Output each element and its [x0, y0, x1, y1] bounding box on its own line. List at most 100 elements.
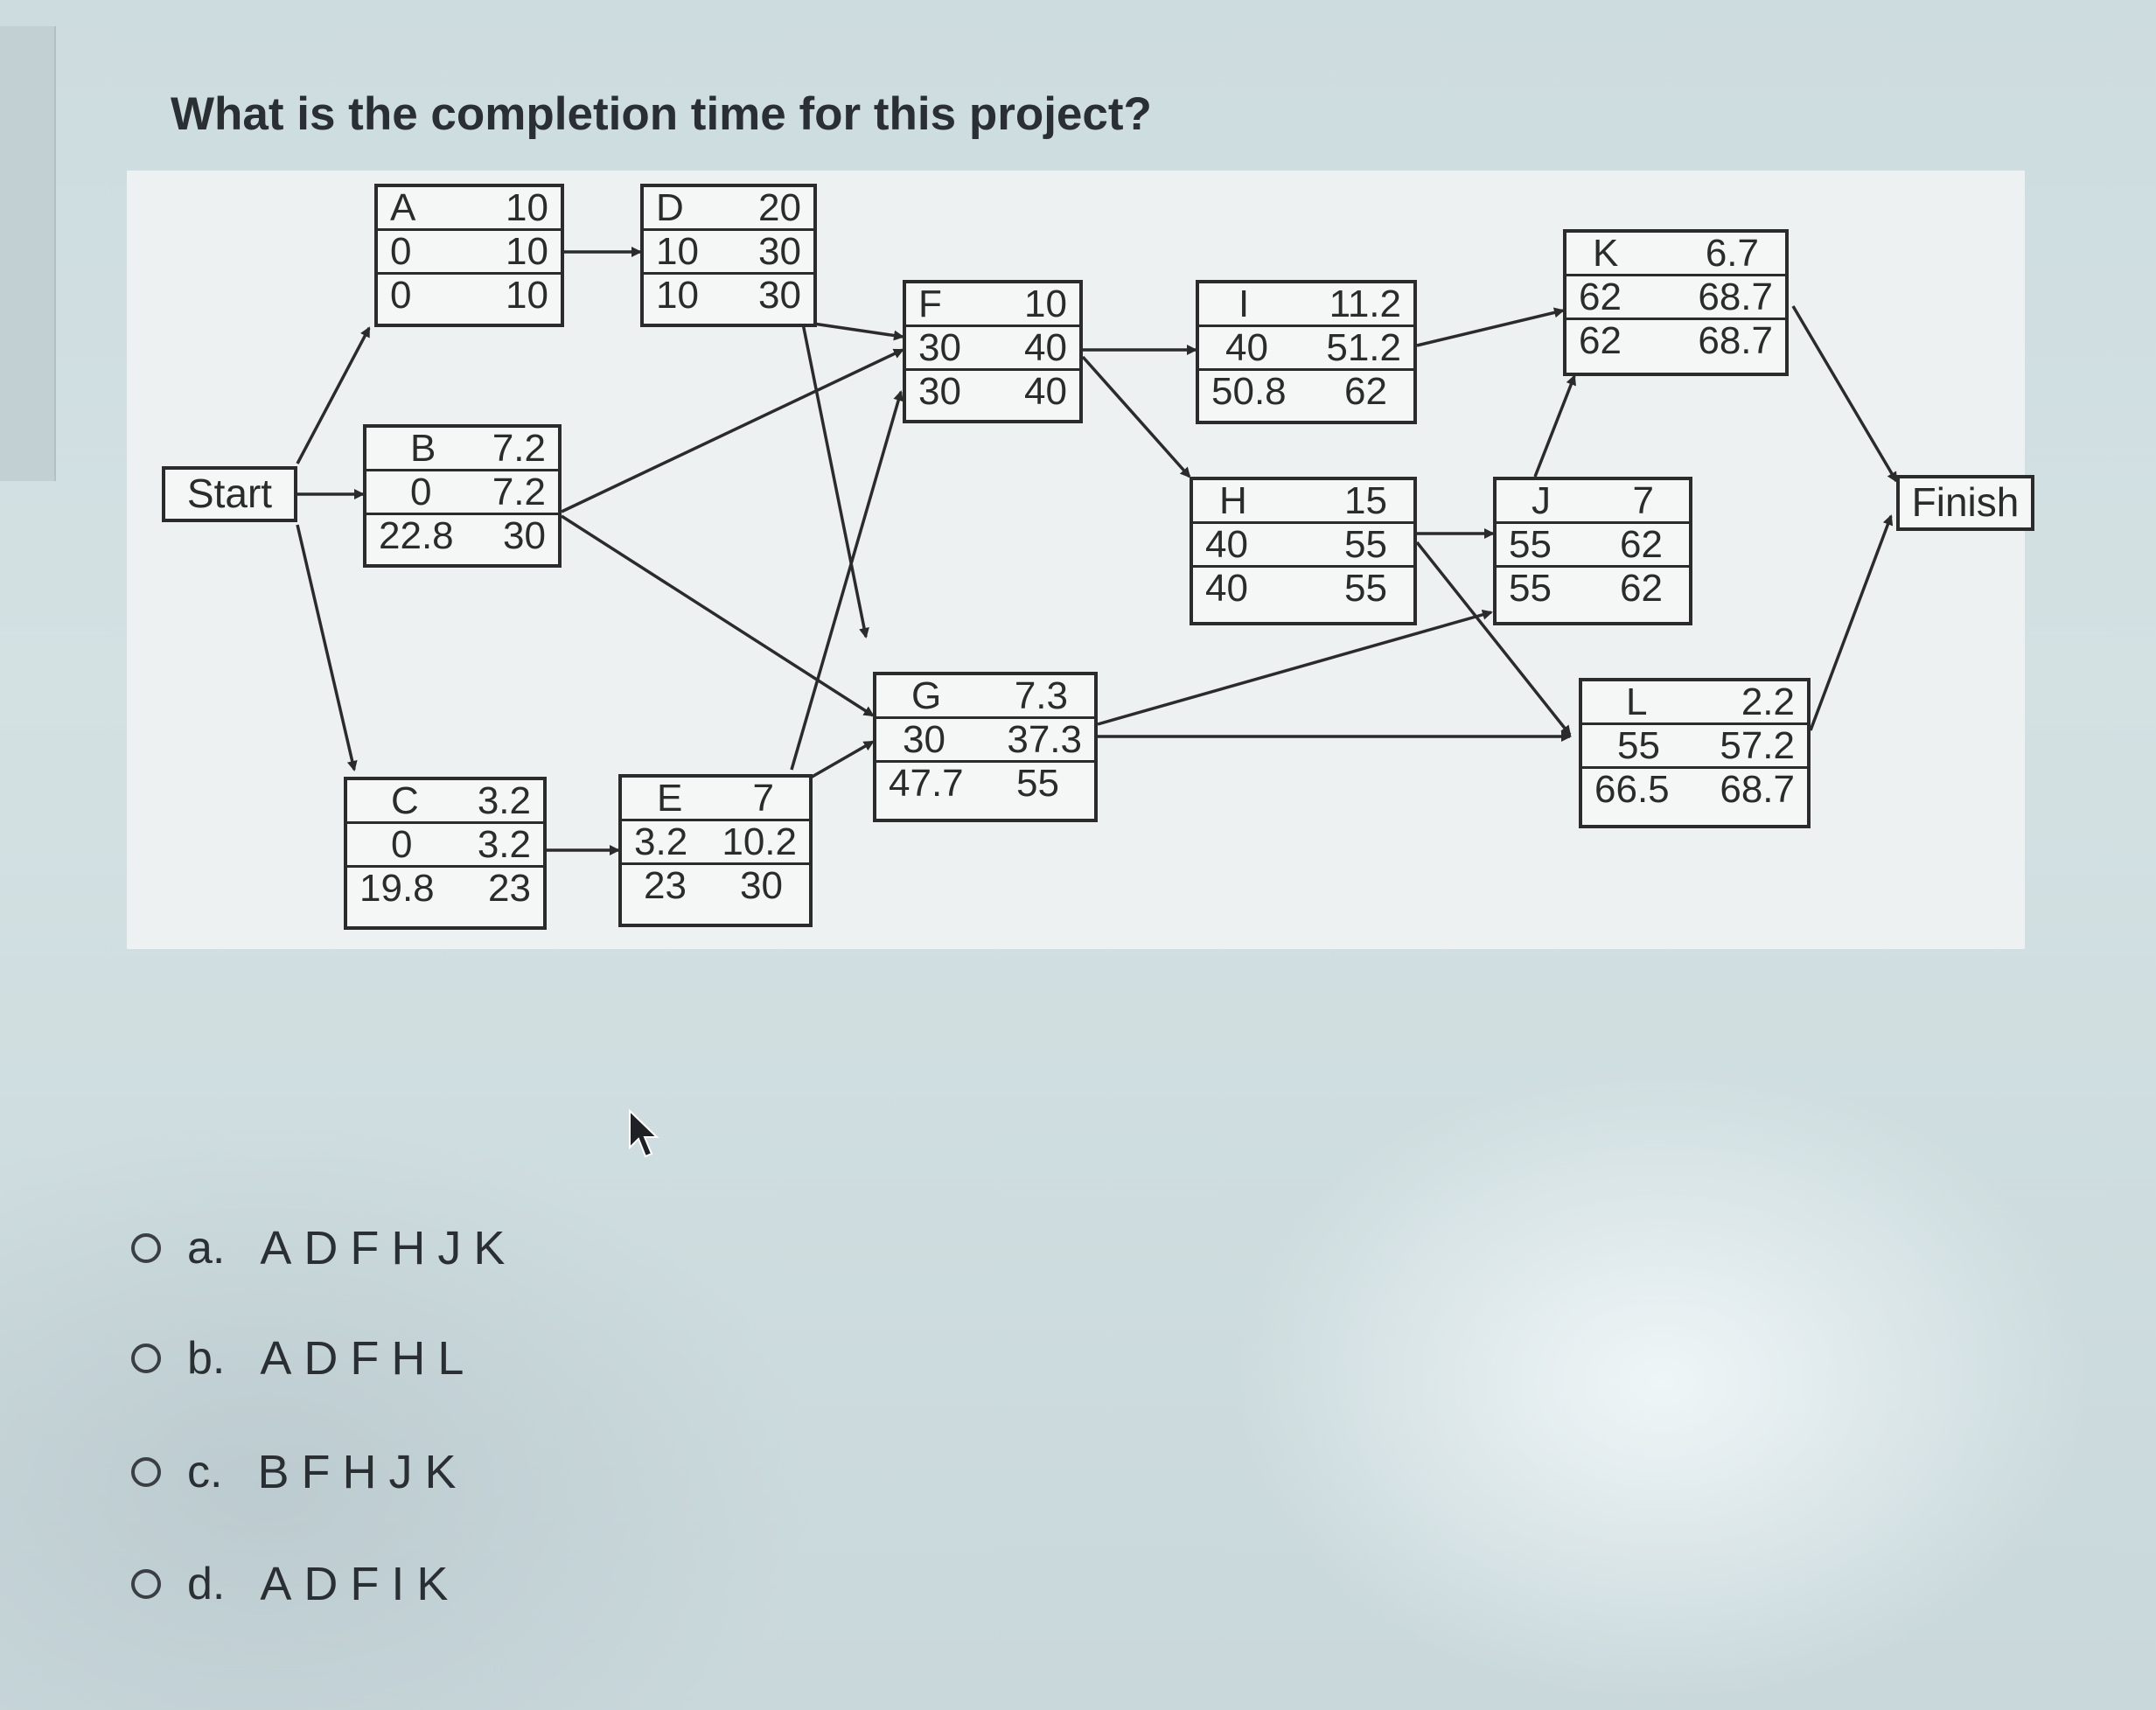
cell: G	[911, 674, 942, 717]
cell: D	[656, 186, 684, 229]
cell: 22.8	[379, 514, 454, 557]
cell: 40	[1024, 326, 1067, 369]
cell: K	[1593, 232, 1619, 275]
row-2: 3.2 10.2	[622, 821, 809, 865]
arrow-g-j	[1097, 609, 1493, 726]
cell: 0	[391, 823, 413, 866]
row-1: K 6.7	[1566, 233, 1785, 276]
cell: 3.2	[634, 820, 688, 863]
cell: H	[1219, 479, 1247, 522]
start-node: Start	[162, 466, 297, 522]
option-c[interactable]: c. BFHJK	[131, 1441, 468, 1503]
arrow-e-f	[790, 390, 904, 771]
cell: 55	[1617, 724, 1660, 767]
option-letter: b.	[187, 1333, 226, 1384]
arrow-f-h	[1081, 355, 1191, 478]
arrow-k-finish	[1791, 305, 1898, 483]
radio-button-a[interactable]	[131, 1233, 161, 1263]
cell: 55	[1344, 523, 1387, 566]
row-2: 30 40	[906, 327, 1079, 371]
row-2: 30 37.3	[876, 719, 1094, 763]
cell: 62	[1620, 567, 1663, 610]
cell: 3.2	[477, 823, 531, 866]
start-label: Start	[186, 471, 273, 516]
arrow-l-finish	[1809, 514, 1894, 731]
cell: J	[1532, 479, 1551, 522]
cell: 50.8	[1211, 370, 1287, 413]
cell: 10	[506, 230, 548, 273]
option-letter: d.	[187, 1559, 226, 1609]
cell: 20	[758, 186, 801, 229]
arrow-h-l	[1415, 541, 1572, 736]
row-1: F 10	[906, 283, 1079, 327]
cell: 10	[656, 274, 699, 317]
question-text: What is the completion time for this pro…	[171, 88, 1152, 140]
option-b[interactable]: b. ADFHL	[131, 1328, 476, 1389]
cell: 15	[1344, 479, 1387, 522]
radio-button-c[interactable]	[131, 1457, 161, 1487]
cell: 7.3	[1014, 674, 1068, 717]
cell: 10.2	[722, 820, 797, 863]
finish-node: Finish	[1896, 475, 2034, 531]
cell: 37.3	[1007, 718, 1082, 761]
cell: 30	[503, 514, 546, 557]
cell: B	[410, 427, 436, 470]
option-text: ADFIK	[260, 1558, 461, 1610]
cell: 19.8	[359, 867, 435, 910]
cell: 68.7	[1720, 768, 1795, 811]
cell: 30	[918, 326, 961, 369]
cell: 2.2	[1741, 681, 1795, 723]
arrow-start-c	[296, 524, 358, 771]
cell: 6.7	[1705, 232, 1759, 275]
cell: 10	[1024, 283, 1067, 325]
cell: I	[1238, 283, 1250, 325]
cell: 68.7	[1698, 276, 1773, 318]
cell: 10	[656, 230, 699, 273]
row-1: D 20	[644, 187, 813, 231]
cell: 55	[1344, 567, 1387, 610]
arrow-start-a	[296, 326, 371, 464]
arrow-b-f	[561, 348, 904, 513]
radio-button-b[interactable]	[131, 1344, 161, 1373]
radio-button-d[interactable]	[131, 1569, 161, 1599]
option-a[interactable]: a. ADFHJK	[131, 1218, 517, 1279]
cell: 30	[903, 718, 945, 761]
cell: 23	[644, 864, 687, 907]
option-d[interactable]: d. ADFIK	[131, 1553, 460, 1615]
cell: 0	[410, 471, 432, 513]
row-3: 22.8 30	[366, 515, 558, 559]
option-letter: c.	[187, 1447, 223, 1497]
cell: 7	[1632, 479, 1654, 522]
cell: F	[918, 283, 942, 325]
cell: 11.2	[1329, 283, 1401, 325]
cell: 30	[758, 274, 801, 317]
cell: E	[657, 777, 683, 820]
cell: 55	[1509, 567, 1552, 610]
cell: 0	[390, 274, 412, 317]
